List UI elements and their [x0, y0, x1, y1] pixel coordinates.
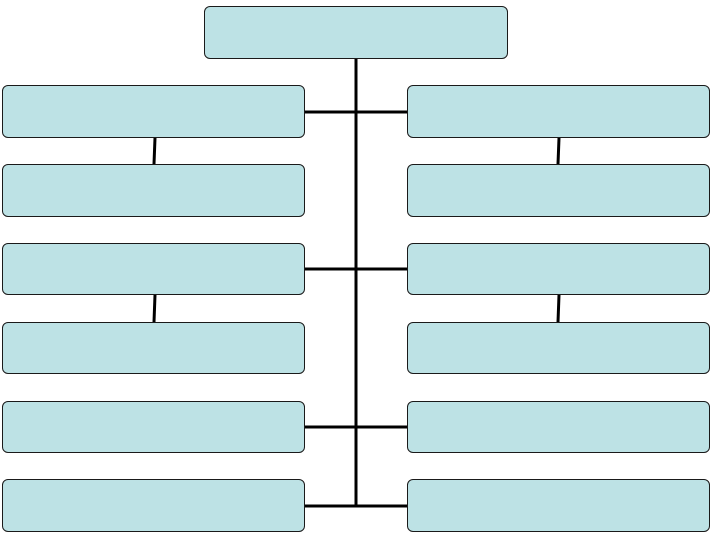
right-box-4	[407, 322, 710, 374]
link-right-1-2	[556, 137, 561, 165]
link-right-3-4	[556, 294, 561, 323]
right-box-5	[407, 401, 710, 453]
link-left-3-4	[152, 294, 157, 323]
left-box-5	[2, 401, 305, 453]
left-box-2	[2, 164, 305, 217]
link-left-1-2	[152, 137, 157, 165]
root-box	[204, 6, 508, 59]
left-box-3	[2, 243, 305, 295]
left-box-1	[2, 85, 305, 138]
right-box-6	[407, 479, 710, 532]
right-box-2	[407, 164, 710, 217]
right-box-1	[407, 85, 710, 138]
left-box-6	[2, 479, 305, 532]
right-box-3	[407, 243, 710, 295]
left-box-4	[2, 322, 305, 374]
